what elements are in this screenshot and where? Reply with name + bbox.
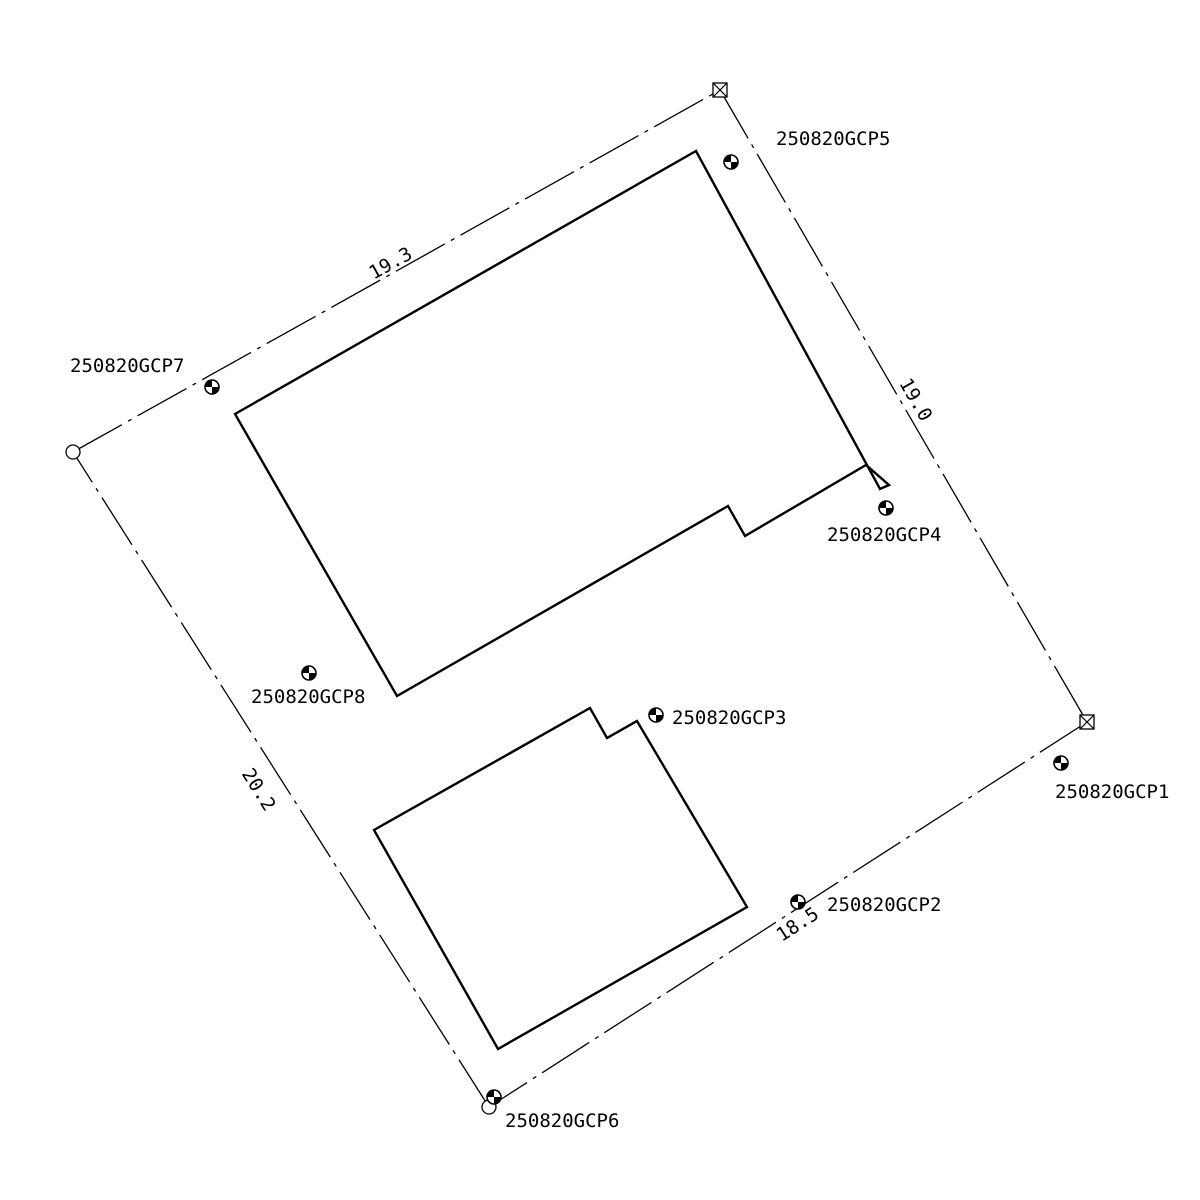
dimension-top-edge: 19.3 (365, 243, 416, 284)
boundary-edge-right (719, 89, 1088, 723)
gcp-target-icon (486, 1089, 502, 1105)
corner-marker-left (65, 444, 81, 460)
dimension-left-edge: 20.2 (237, 765, 280, 815)
gcp-marker-3: 250820GCP3 (648, 707, 786, 729)
gcp-label: 250820GCP5 (776, 128, 890, 150)
dimension-right-edge: 19.0 (894, 374, 936, 425)
gcp-label: 250820GCP8 (251, 686, 365, 708)
gcp-target-icon (648, 707, 664, 723)
annex-building (372, 706, 749, 1051)
gcp-label: 250820GCP7 (70, 355, 184, 377)
boundary-edge-left (72, 451, 490, 1108)
boundary-edge-bottom (488, 721, 1088, 1108)
main-building (233, 149, 892, 698)
gcp-target-icon (301, 665, 317, 681)
gcp-label: 250820GCP6 (505, 1110, 619, 1132)
gcp-target-icon (723, 154, 739, 170)
gcp-marker-7: 250820GCP7 (70, 355, 220, 395)
parcel-boundary (72, 89, 1088, 1108)
gcp-target-icon (790, 894, 806, 910)
gcp-target-icon (1053, 755, 1069, 771)
gcp-marker-5: 250820GCP5 (723, 128, 890, 170)
gcp-marker-4: 250820GCP4 (827, 500, 941, 546)
gcp-label: 250820GCP3 (672, 707, 786, 729)
gcp-marker-2: 250820GCP2 (790, 894, 941, 916)
gcp-target-icon (878, 500, 894, 516)
boxed-cross-icon (712, 82, 728, 98)
gcp-marker-1: 250820GCP1 (1053, 755, 1169, 803)
boxed-cross-icon (1079, 714, 1095, 730)
gcp-label: 250820GCP4 (827, 524, 941, 546)
gcp-label: 250820GCP2 (827, 894, 941, 916)
gcp-marker-6: 250820GCP6 (486, 1089, 619, 1132)
gcp-marker-8: 250820GCP8 (251, 665, 365, 708)
boundary-edge-top (72, 89, 721, 453)
corner-marker-right (1079, 714, 1095, 730)
gcp-label: 250820GCP1 (1055, 781, 1169, 803)
gcp-target-icon (204, 379, 220, 395)
circle-icon (65, 444, 81, 460)
corner-marker-top (712, 82, 728, 98)
